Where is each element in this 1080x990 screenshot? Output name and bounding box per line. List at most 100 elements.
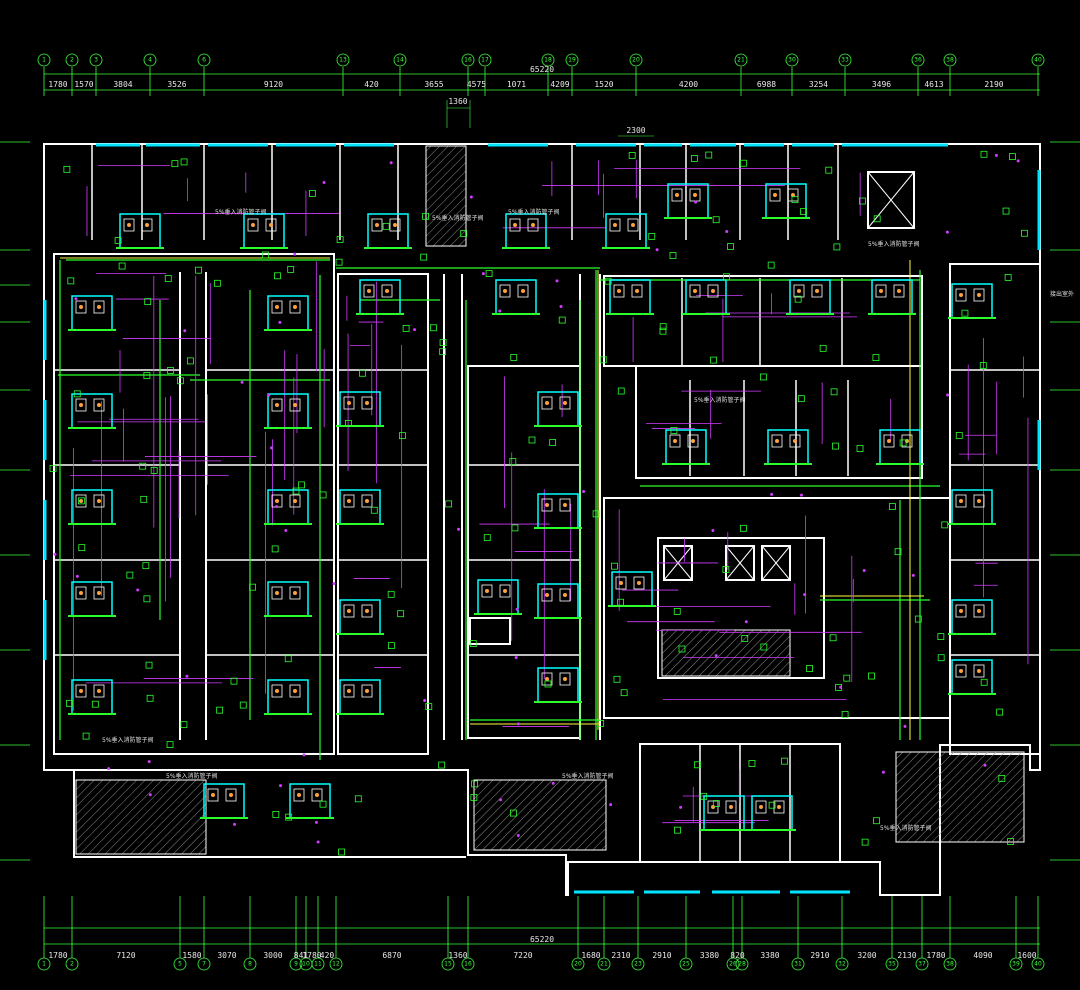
bottom-dimension-value: 3070 xyxy=(217,951,236,960)
bottom-axis-bubble xyxy=(885,957,899,971)
top-sub-dim-1: 1360 xyxy=(448,97,467,106)
top-dimension-value: 4575 xyxy=(467,80,486,89)
top-dimension-value: 1071 xyxy=(507,80,526,89)
toilet-fixture xyxy=(474,579,522,615)
bottom-axis-label: 37 xyxy=(918,961,926,968)
bottom-dimension-value: 2310 xyxy=(611,951,630,960)
valve-symbol xyxy=(319,491,327,499)
riser-symbol xyxy=(499,798,503,802)
riser-symbol xyxy=(911,573,915,577)
valve-symbol xyxy=(549,439,557,446)
bottom-dimension-value: 3200 xyxy=(857,951,876,960)
riser-symbol xyxy=(559,304,563,308)
riser-symbol xyxy=(267,393,271,397)
bottom-axis-label: 23 xyxy=(634,961,642,968)
riser-symbol xyxy=(107,767,111,771)
riser-symbol xyxy=(945,230,949,234)
valve-symbol xyxy=(49,464,57,472)
top-axis-label: 33 xyxy=(841,57,849,64)
room-dividers xyxy=(54,144,1040,862)
valve-symbol xyxy=(1004,273,1012,281)
valve-symbol xyxy=(469,640,477,647)
bottom-axis-bubble xyxy=(173,957,187,971)
valve-symbol xyxy=(354,795,362,803)
valve-symbol xyxy=(712,216,720,224)
riser-symbol xyxy=(881,770,885,774)
valve-symbol xyxy=(445,500,452,508)
valve-symbol xyxy=(833,243,841,251)
riser-symbol xyxy=(694,200,698,204)
riser-symbol xyxy=(609,803,613,807)
valve-symbol xyxy=(659,327,667,335)
bottom-dimension-value: 2910 xyxy=(810,951,829,960)
bottom-axis-bubble xyxy=(461,957,475,971)
toilet-fixture xyxy=(682,279,730,315)
valve-symbol xyxy=(678,645,686,653)
bottom-total-dimension: 65220 xyxy=(530,935,554,944)
top-dimension-value: 4200 xyxy=(679,80,698,89)
valve-symbol xyxy=(460,230,468,237)
valve-symbol xyxy=(806,665,813,672)
riser-symbol xyxy=(1016,159,1020,163)
room-note: 5%垂入消防管子阀 xyxy=(215,208,267,216)
bottom-axis-bubble xyxy=(243,957,257,971)
riser-symbol xyxy=(803,593,807,597)
valve-symbol xyxy=(216,706,224,714)
valve-symbol xyxy=(700,792,708,800)
top-dimension-value: 3254 xyxy=(809,80,828,89)
valve-symbol xyxy=(180,158,188,166)
riser-symbol xyxy=(316,840,320,844)
valve-symbol xyxy=(73,390,81,398)
bottom-axis-label: 31 xyxy=(794,961,802,968)
bottom-axis-bubble xyxy=(329,957,343,971)
bottom-axis-bubble xyxy=(311,957,325,971)
valve-symbol xyxy=(262,251,269,259)
room-note: 5%垂入消防管子阀 xyxy=(694,396,746,404)
valve-symbol xyxy=(420,253,428,261)
top-dimension-value: 4613 xyxy=(924,80,943,89)
top-axis-bubble xyxy=(629,53,643,67)
valve-symbol xyxy=(308,190,316,197)
top-axis-label: 4 xyxy=(148,57,152,64)
valve-symbol xyxy=(748,760,756,767)
valve-symbol xyxy=(899,439,907,447)
side-level-ticks xyxy=(0,141,1080,861)
riser-symbol xyxy=(389,161,393,165)
valve-symbol xyxy=(894,548,902,556)
valve-symbol xyxy=(872,354,880,361)
valve-symbol xyxy=(287,266,295,273)
riser-symbol xyxy=(185,674,189,678)
bottom-dimension-value: 1780 xyxy=(48,951,67,960)
valve-symbol xyxy=(399,432,406,440)
toilet-fixture xyxy=(948,283,996,319)
top-axis-bubble xyxy=(943,53,957,67)
valve-symbol xyxy=(979,362,987,369)
valve-symbol xyxy=(861,838,869,846)
sanitary-fixtures xyxy=(49,150,1028,856)
toilet-fixture xyxy=(116,213,164,249)
top-axis-bubble xyxy=(565,53,579,67)
bottom-axis-bubble xyxy=(197,957,211,971)
bottom-axis-bubble xyxy=(943,957,957,971)
toilet-fixture xyxy=(364,213,412,249)
toilet-fixture xyxy=(502,213,550,249)
toilet-fixture xyxy=(336,391,384,427)
riser-symbol xyxy=(302,753,306,757)
toilet-fixture xyxy=(68,295,116,331)
side-note: 接出室外 xyxy=(1050,290,1074,298)
bottom-axis-bubble xyxy=(289,957,303,971)
riser-symbol xyxy=(839,685,843,689)
valve-symbol xyxy=(648,232,656,240)
top-axis-bubble xyxy=(197,53,211,67)
toilet-fixture xyxy=(762,183,810,219)
valve-symbol xyxy=(727,243,734,250)
riser-symbol xyxy=(655,248,659,252)
toilet-fixture xyxy=(286,783,334,819)
valve-symbol xyxy=(791,196,799,204)
valve-symbol xyxy=(271,545,279,553)
bottom-axis-label: 21 xyxy=(600,961,608,968)
valve-symbol xyxy=(345,419,352,427)
valve-symbol xyxy=(888,503,896,510)
